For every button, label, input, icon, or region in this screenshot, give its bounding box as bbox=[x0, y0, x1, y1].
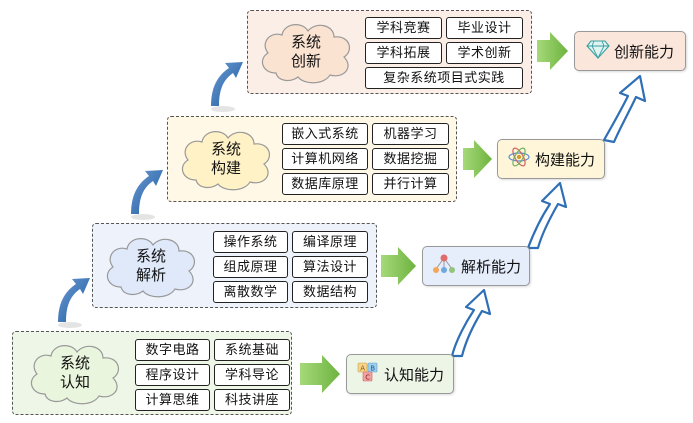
svg-text:B: B bbox=[370, 365, 375, 373]
blue-hollow-arrow-1 bbox=[450, 288, 492, 358]
course-cell: 并行计算 bbox=[372, 173, 449, 195]
ability-label: 解析能力 bbox=[460, 257, 521, 276]
course-cell: 学科导论 bbox=[214, 364, 290, 386]
course-cell: 程序设计 bbox=[135, 364, 210, 386]
ability-label: 认知能力 bbox=[383, 365, 444, 384]
diamond-icon bbox=[586, 38, 610, 64]
course-cell: 复杂系统项目式实践 bbox=[365, 67, 523, 89]
stage-system-construction: 系统构建 嵌入式系统 机器学习 计算机网络 数据挖掘 数据库原理 并行计算 bbox=[167, 116, 457, 202]
stage-cloud: 系统认知 bbox=[23, 338, 127, 408]
course-cell: 学科拓展 bbox=[365, 42, 442, 64]
ability-cognition: A B C 认知能力 bbox=[346, 354, 454, 394]
abc-blocks-icon: A B C bbox=[356, 361, 380, 387]
green-arrow-2 bbox=[381, 247, 416, 285]
course-cell: 编译原理 bbox=[292, 231, 368, 253]
blue-hollow-arrow-2 bbox=[526, 181, 568, 250]
course-cell: 组成原理 bbox=[213, 256, 288, 278]
stage-cloud: 系统解析 bbox=[99, 231, 203, 301]
course-cell: 系统基础 bbox=[214, 339, 290, 361]
ability-label: 创新能力 bbox=[613, 42, 674, 61]
svg-text:C: C bbox=[365, 374, 370, 382]
course-cell: 数据挖掘 bbox=[372, 148, 449, 170]
course-cell: 数据结构 bbox=[292, 281, 368, 303]
stage-system-analysis: 系统解析 操作系统 编译原理 组成原理 算法设计 离散数学 数据结构 bbox=[92, 223, 377, 308]
green-arrow-3 bbox=[463, 140, 492, 178]
blue-hollow-arrow-3 bbox=[602, 74, 647, 144]
ability-analysis: 解析能力 bbox=[422, 246, 530, 286]
ability-label: 构建能力 bbox=[534, 150, 595, 169]
blue-curve-arrow-3 bbox=[211, 62, 243, 112]
network-nodes-icon bbox=[431, 253, 457, 279]
course-cell: 学术创新 bbox=[446, 42, 523, 64]
stage-cloud: 系统构建 bbox=[174, 124, 278, 194]
course-cell: 科技讲座 bbox=[214, 389, 290, 411]
course-cell: 计算思维 bbox=[135, 389, 210, 411]
course-cell: 算法设计 bbox=[292, 256, 368, 278]
ability-construction: 构建能力 bbox=[497, 139, 605, 179]
course-cell: 数据库原理 bbox=[282, 173, 368, 195]
course-cell: 数字电路 bbox=[135, 339, 210, 361]
green-arrow-4 bbox=[537, 32, 568, 70]
course-cell: 操作系统 bbox=[213, 231, 288, 253]
course-cell: 离散数学 bbox=[213, 281, 288, 303]
ability-innovation: 创新能力 bbox=[574, 31, 686, 71]
course-cell: 毕业设计 bbox=[446, 17, 523, 39]
atom-icon bbox=[507, 146, 531, 172]
course-cell: 嵌入式系统 bbox=[282, 123, 368, 145]
stage-system-innovation: 系统创新 学科竞赛 毕业设计 学科拓展 学术创新 复杂系统项目式实践 bbox=[247, 10, 532, 94]
course-cell: 机器学习 bbox=[372, 123, 449, 145]
svg-text:A: A bbox=[360, 365, 365, 373]
blue-curve-arrow-1 bbox=[58, 278, 90, 328]
blue-curve-arrow-2 bbox=[131, 170, 163, 220]
green-arrow-1 bbox=[300, 355, 340, 393]
stage-system-cognition: 系统认知 数字电路 系统基础 程序设计 学科导论 计算思维 科技讲座 bbox=[12, 331, 292, 415]
stage-cloud: 系统创新 bbox=[254, 17, 358, 87]
course-cell: 计算机网络 bbox=[282, 148, 368, 170]
course-cell: 学科竞赛 bbox=[365, 17, 442, 39]
